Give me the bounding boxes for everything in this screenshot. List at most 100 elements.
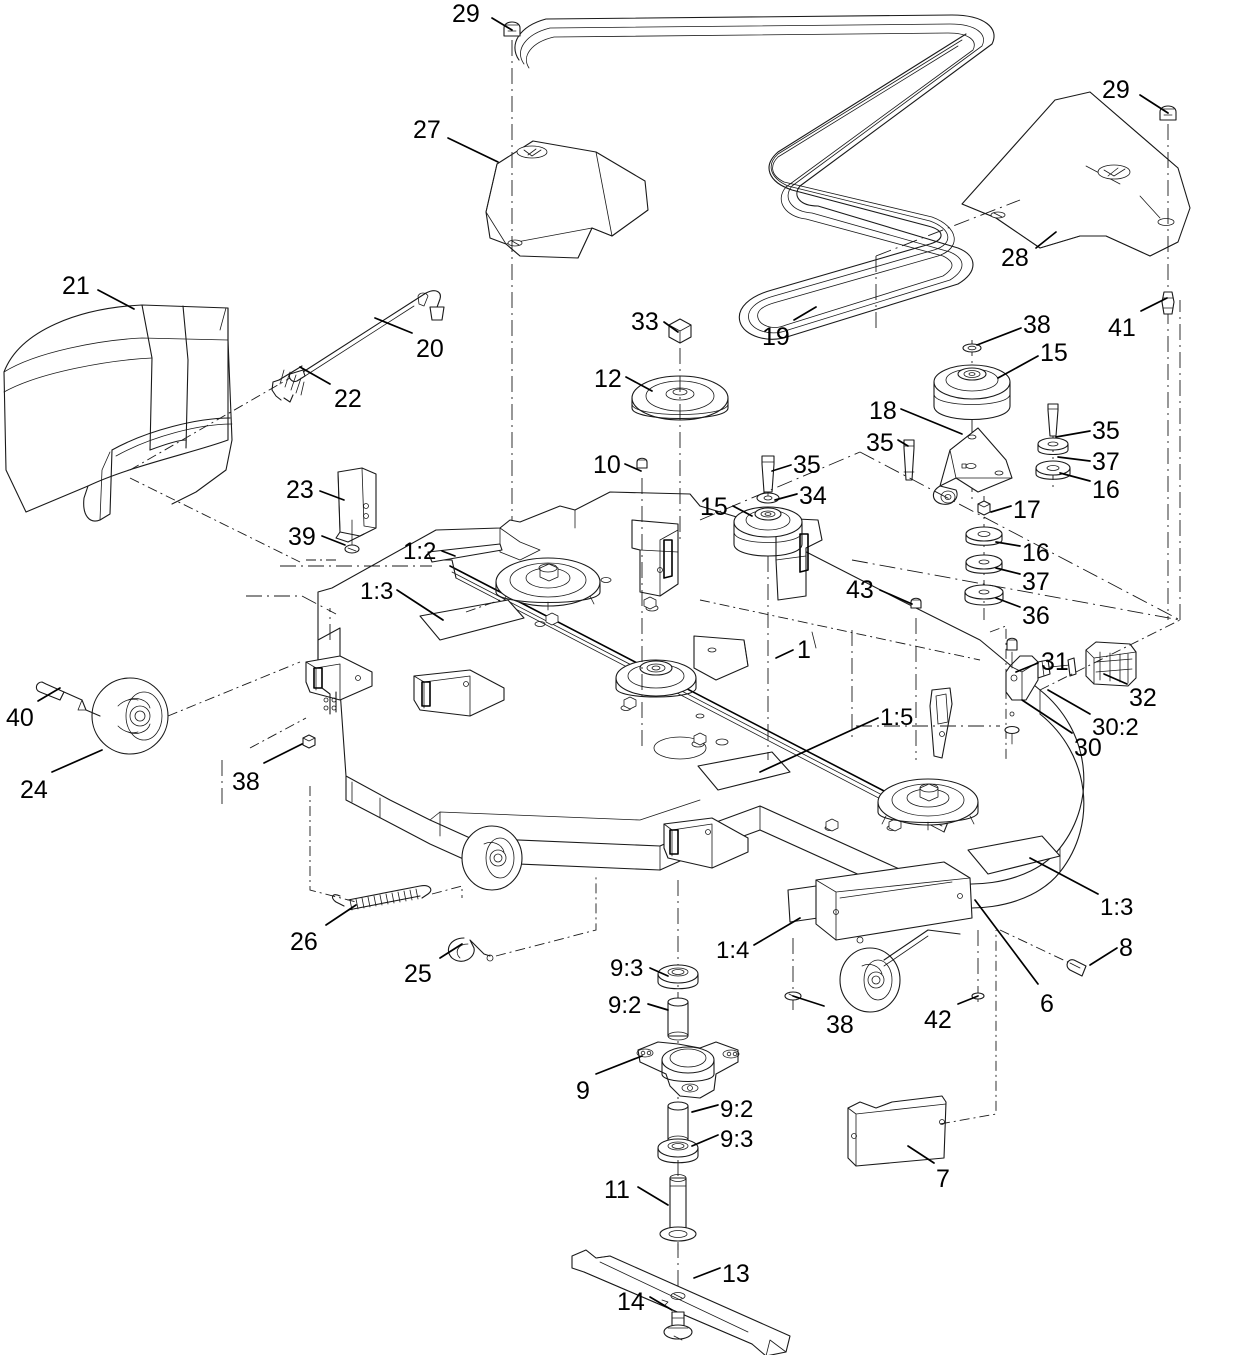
callout-43: 43 bbox=[846, 576, 874, 604]
callout-20: 20 bbox=[416, 335, 444, 363]
callout-33: 33 bbox=[631, 308, 659, 336]
bolt-part-35-mid bbox=[761, 455, 775, 497]
callout-10: 10 bbox=[593, 451, 621, 479]
hardware-stack-right bbox=[1035, 403, 1071, 490]
callout-37: 37 bbox=[1092, 448, 1120, 476]
screw-part-39 bbox=[344, 519, 360, 554]
callout-29: 29 bbox=[1102, 76, 1130, 104]
callout-25: 25 bbox=[404, 960, 432, 988]
idler-pulley-part-15-upper bbox=[933, 340, 1011, 500]
fastener-part-41 bbox=[1161, 291, 1175, 315]
callout-16: 16 bbox=[1092, 476, 1120, 504]
shaft-part-11 bbox=[659, 1174, 697, 1288]
callout-21: 21 bbox=[62, 272, 90, 300]
callout-28: 28 bbox=[1001, 244, 1029, 272]
callout-23: 23 bbox=[286, 476, 314, 504]
callout-15: 15 bbox=[700, 493, 728, 521]
callout-38: 38 bbox=[826, 1011, 854, 1039]
callout-9-3: 9:3 bbox=[720, 1126, 754, 1153]
callout-19: 19 bbox=[762, 323, 790, 351]
spring-part-22 bbox=[129, 365, 305, 471]
hardware-stack-under-arm bbox=[964, 496, 1004, 620]
spring-part-26 bbox=[309, 786, 463, 911]
pin-part-40 bbox=[35, 681, 101, 717]
callout-1-3: 1:3 bbox=[360, 578, 394, 605]
callout-11: 11 bbox=[604, 1176, 630, 1204]
gauge-wheel-deck-left bbox=[461, 825, 523, 891]
nut-part-33 bbox=[668, 318, 692, 540]
callout-18: 18 bbox=[869, 397, 897, 425]
callout-13: 13 bbox=[722, 1260, 750, 1288]
callout-6: 6 bbox=[1040, 990, 1054, 1018]
callout-17: 17 bbox=[1013, 496, 1041, 524]
callout-9: 9 bbox=[576, 1077, 590, 1105]
callout-9-3: 9:3 bbox=[610, 955, 644, 982]
plug-part-32 bbox=[1085, 641, 1137, 687]
discharge-chute-part-21 bbox=[3, 304, 233, 522]
wheel-bracket-left bbox=[305, 655, 373, 715]
washer-part-38-upper bbox=[962, 343, 982, 353]
callout-1-3: 1:3 bbox=[1100, 894, 1134, 921]
spindle-assembly-part-9 bbox=[636, 880, 740, 1250]
callout-1-2: 1:2 bbox=[403, 538, 437, 565]
pin-part-35-left bbox=[903, 439, 915, 481]
callout-37: 37 bbox=[1022, 568, 1050, 596]
callout-39: 39 bbox=[288, 523, 316, 551]
nut-part-38-bottom bbox=[784, 938, 802, 1012]
screw-part-8 bbox=[999, 929, 1087, 977]
blade-part-13 bbox=[571, 1249, 791, 1355]
rod-part-20 bbox=[288, 290, 445, 382]
drive-belt-part-19 bbox=[514, 14, 995, 340]
callout-41: 41 bbox=[1108, 314, 1136, 342]
screw-part-43 bbox=[910, 597, 922, 760]
callout-24: 24 bbox=[20, 776, 48, 804]
gauge-wheel-part-24 bbox=[91, 661, 301, 755]
callout-9-2: 9:2 bbox=[720, 1096, 754, 1123]
screw-part-31 bbox=[1004, 637, 1020, 745]
fastener-part-29-left bbox=[503, 21, 521, 520]
gauge-wheel-deck-right bbox=[839, 929, 961, 1013]
callout-36: 36 bbox=[1022, 602, 1050, 630]
callout-30: 30 bbox=[1074, 734, 1102, 762]
connector-part-30 bbox=[989, 625, 1077, 760]
callout-7: 7 bbox=[936, 1165, 950, 1193]
callout-14: 14 bbox=[617, 1288, 645, 1316]
rod-part-25 bbox=[447, 874, 597, 962]
spindle-pulley-mid bbox=[615, 659, 697, 698]
callout-38: 38 bbox=[1023, 311, 1051, 339]
spindle-pulley-right bbox=[877, 778, 979, 831]
callout-1-5: 1:5 bbox=[880, 704, 914, 731]
bracket-part-23 bbox=[335, 467, 377, 543]
belt-cover-part-27 bbox=[485, 140, 649, 259]
callout-35: 35 bbox=[1092, 417, 1120, 445]
callout-8: 8 bbox=[1119, 934, 1133, 962]
callout-32: 32 bbox=[1129, 684, 1157, 712]
construction-lines bbox=[129, 199, 1181, 806]
spindle-pulley-left bbox=[495, 557, 601, 611]
callout-27: 27 bbox=[413, 116, 441, 144]
mower-deck-part-1 bbox=[317, 491, 1085, 941]
callout-42: 42 bbox=[924, 1006, 952, 1034]
idler-arm-part-18 bbox=[932, 427, 1013, 505]
callout-15: 15 bbox=[1040, 339, 1068, 367]
callout-26: 26 bbox=[290, 928, 318, 956]
callout-35: 35 bbox=[793, 451, 821, 479]
callout-34: 34 bbox=[799, 482, 827, 510]
callout-12: 12 bbox=[594, 365, 622, 393]
callout-31: 31 bbox=[1041, 648, 1069, 676]
nut-part-42 bbox=[971, 930, 985, 1004]
callout-30-2: 30:2 bbox=[1092, 714, 1139, 741]
bolt-part-14 bbox=[663, 1311, 693, 1341]
callout-16: 16 bbox=[1022, 539, 1050, 567]
callout-35: 35 bbox=[866, 429, 894, 457]
callout-9-2: 9:2 bbox=[608, 992, 642, 1019]
nut-part-38-left bbox=[249, 717, 316, 749]
callout-1-4: 1:4 bbox=[716, 937, 750, 964]
belt-cover-part-28 bbox=[961, 91, 1191, 257]
callout-22: 22 bbox=[334, 385, 362, 413]
callout-40: 40 bbox=[6, 704, 34, 732]
callout-29: 29 bbox=[452, 0, 480, 28]
callout-38: 38 bbox=[232, 768, 260, 796]
